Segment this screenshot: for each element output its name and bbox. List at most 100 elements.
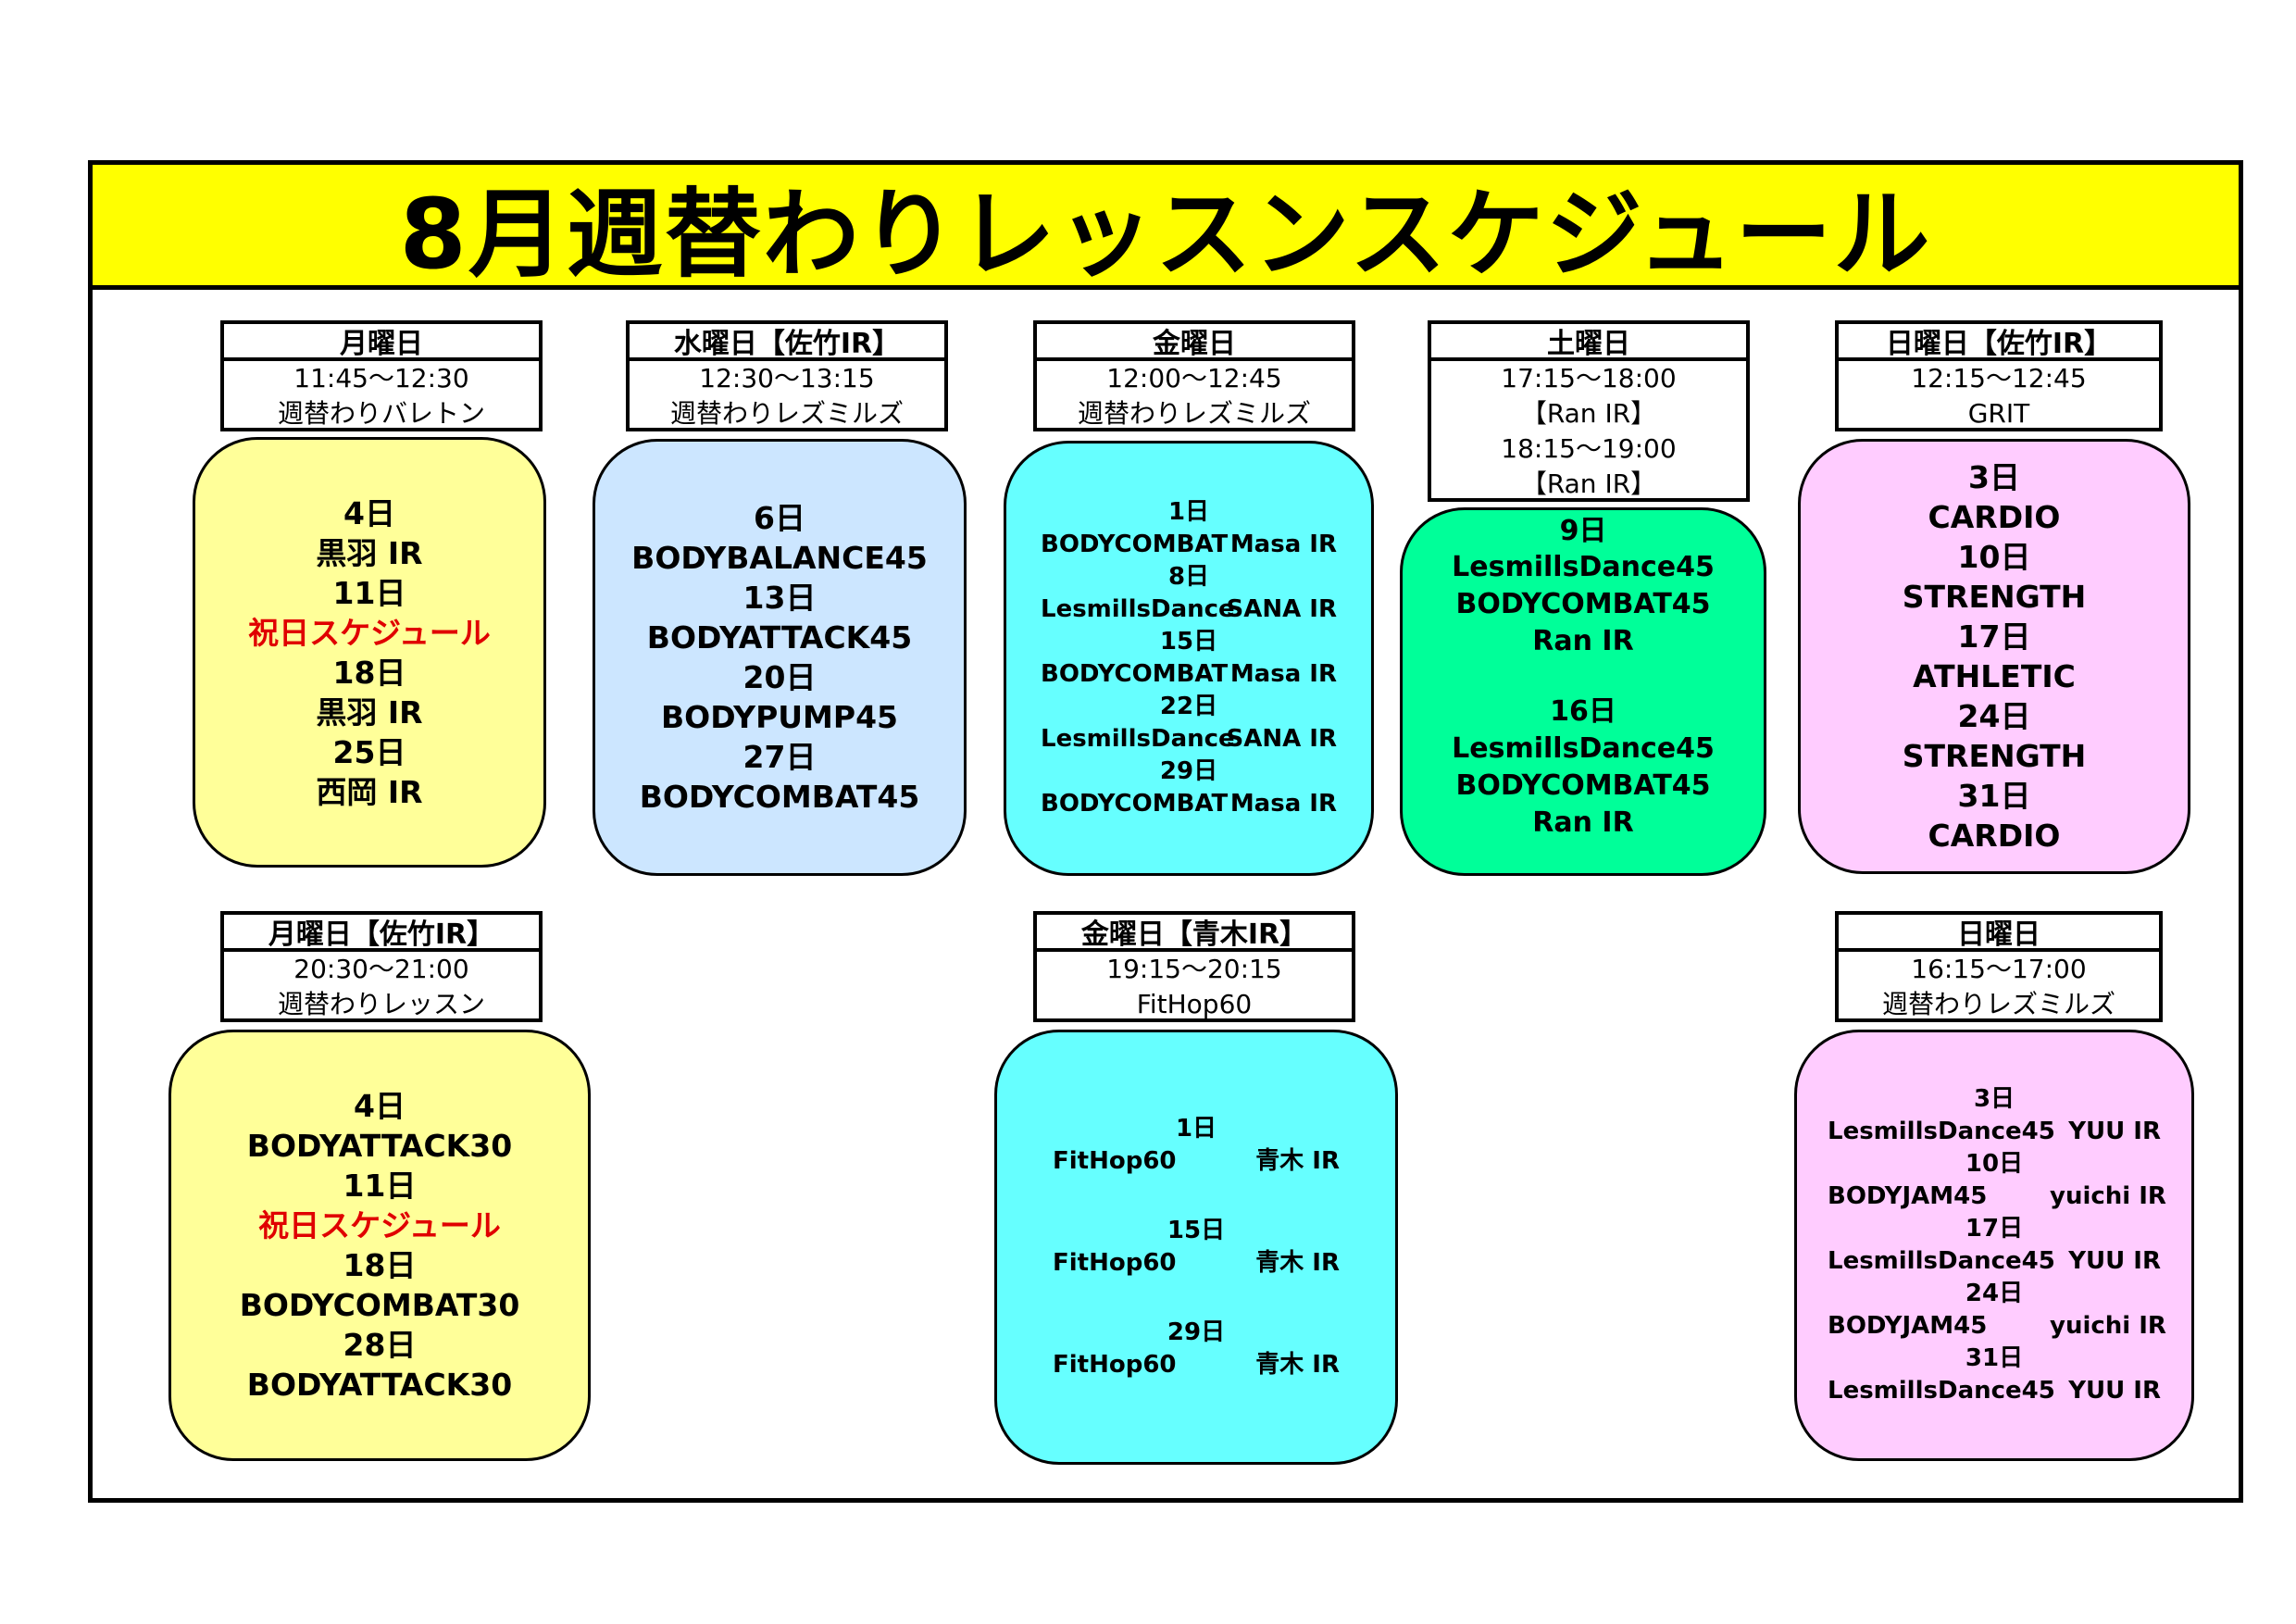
header-wednesday: 水曜日【佐竹IR】 12:30～13:15 週替わりレズミルズ [626,320,948,431]
program: BODYATTACK45 [646,619,913,656]
date: 10日 [1965,1150,2024,1178]
date: 3日 [1968,459,2020,495]
date: 29日 [1167,1318,1226,1346]
header-sunday-2: 日曜日 16:15～17:00 週替わりレズミルズ [1835,911,2163,1022]
header-friday: 金曜日 12:00～12:45 週替わりレズミルズ [1033,320,1355,431]
day-label: 日曜日【佐竹IR】 [1839,324,2159,361]
day-label: 水曜日【佐竹IR】 [630,324,944,361]
program: ATHLETIC [1913,658,2076,694]
program: BODYJAM45 [1828,1182,1988,1210]
date: 10日 [1957,539,2031,575]
date: 25日 [332,733,406,770]
date: 1日 [1175,1115,1217,1143]
time-label: 20:30～21:00 [293,954,469,984]
program: FitHop60 [1053,1351,1177,1379]
card-sunday: 3日 CARDIO 10日 STRENGTH 17日 ATHLETIC 24日 … [1798,439,2190,874]
date: 27日 [742,739,817,775]
title-banner: 8月週替わりレッスンスケジュール [88,160,2243,291]
date: 4日 [343,494,395,531]
date: 28日 [343,1327,417,1363]
time-label: 19:15～20:15 [1106,954,1282,984]
class-name: 週替わりレズミルズ [1881,989,2115,1019]
date: 18日 [343,1247,417,1283]
program: BODYCOMBAT30 [239,1287,520,1323]
instructor: SANA IR [1226,725,1337,753]
entry-row: BODYJAM45 yuichi IR [1828,1181,2166,1213]
holiday-note: 祝日スケジュール [248,614,491,651]
instructor: SANA IR [1226,595,1337,623]
day-label: 金曜日 [1037,324,1352,361]
date: 11日 [343,1168,417,1204]
class-name: 週替わりバレトン [277,398,485,429]
header-friday-2: 金曜日【青木IR】 19:15～20:15 FitHop60 [1033,911,1355,1022]
program: LesmillsDance [1041,725,1235,753]
program: STRENGTH [1902,738,2087,774]
instructor: YUU IR [2068,1118,2161,1145]
card-saturday: 9日 LesmillsDance45 BODYCOMBAT45 Ran IR 1… [1400,507,1766,876]
instructor: yuichi IR [2050,1182,2166,1210]
time-label: 12:15～12:45 [1911,363,2087,394]
date: 1日 [1167,498,1210,526]
header-monday: 月曜日 11:45～12:30 週替わりバレトン [220,320,543,431]
class-name: 週替わりレッスン [277,989,485,1019]
program: BODYCOMBAT45 [1455,769,1711,802]
instructor: 黒羽 IR [316,534,423,571]
class-name: GRIT [1967,398,2030,429]
program: BODYBALANCE45 [631,540,928,576]
date: 9日 [1559,515,1607,547]
program: FitHop60 [1053,1147,1177,1175]
card-monday: 4日 黒羽 IR 11日 祝日スケジュール 18日 黒羽 IR 25日 西岡 I… [193,437,546,868]
program: LesmillsDance45 [1828,1377,2055,1405]
holiday-note: 祝日スケジュール [258,1207,501,1243]
date: 16日 [1550,695,1616,728]
card-wednesday: 6日 BODYBALANCE45 13日 BODYATTACK45 20日 BO… [593,439,967,876]
entry-row: FitHop60 青木 IR [1053,1145,1340,1178]
program: FitHop60 [1053,1249,1177,1277]
program: BODYATTACK30 [246,1367,513,1403]
date: 17日 [1965,1215,2024,1243]
date: 31日 [1965,1344,2024,1372]
date: 15日 [1167,1217,1226,1244]
date: 11日 [332,574,406,611]
instructor: YUU IR [2068,1247,2161,1275]
day-label: 土曜日 [1431,324,1746,361]
class-name: 週替わりレズミルズ [1077,398,1311,429]
program: CARDIO [1928,499,2061,535]
class-name: FitHop60 [1136,989,1253,1019]
instructor: 西岡 IR [316,773,423,810]
program: BODYCOMBAT45 [1455,588,1711,620]
instructor: YUU IR [2068,1377,2161,1405]
date: 8日 [1167,563,1210,591]
instructor: 青木 IR [1255,1147,1340,1175]
date: 4日 [354,1088,406,1124]
day-label: 金曜日【青木IR】 [1037,915,1352,952]
instructor: Masa IR [1229,790,1337,818]
program: CARDIO [1928,818,2061,854]
date: 13日 [742,580,817,616]
date: 20日 [742,659,817,695]
header-saturday: 土曜日 17:15～18:00 【Ran IR】 18:15～19:00 【Ra… [1428,320,1750,502]
instructor: Masa IR [1229,531,1337,558]
instructor: Masa IR [1229,660,1337,688]
page-title: 8月週替わりレッスンスケジュール [399,177,1932,291]
date: 24日 [1965,1280,2024,1307]
program: BODYCOMBAT [1041,660,1229,688]
instructor-label: 【Ran IR】 [1520,398,1657,429]
instructor: yuichi IR [2050,1312,2166,1340]
program: BODYCOMBAT45 [639,779,920,815]
day-label: 月曜日 [224,324,539,361]
program: BODYCOMBAT [1041,790,1229,818]
program: LesmillsDance45 [1828,1118,2055,1145]
card-monday-2: 4日 BODYATTACK30 11日 祝日スケジュール 18日 BODYCOM… [168,1030,591,1461]
